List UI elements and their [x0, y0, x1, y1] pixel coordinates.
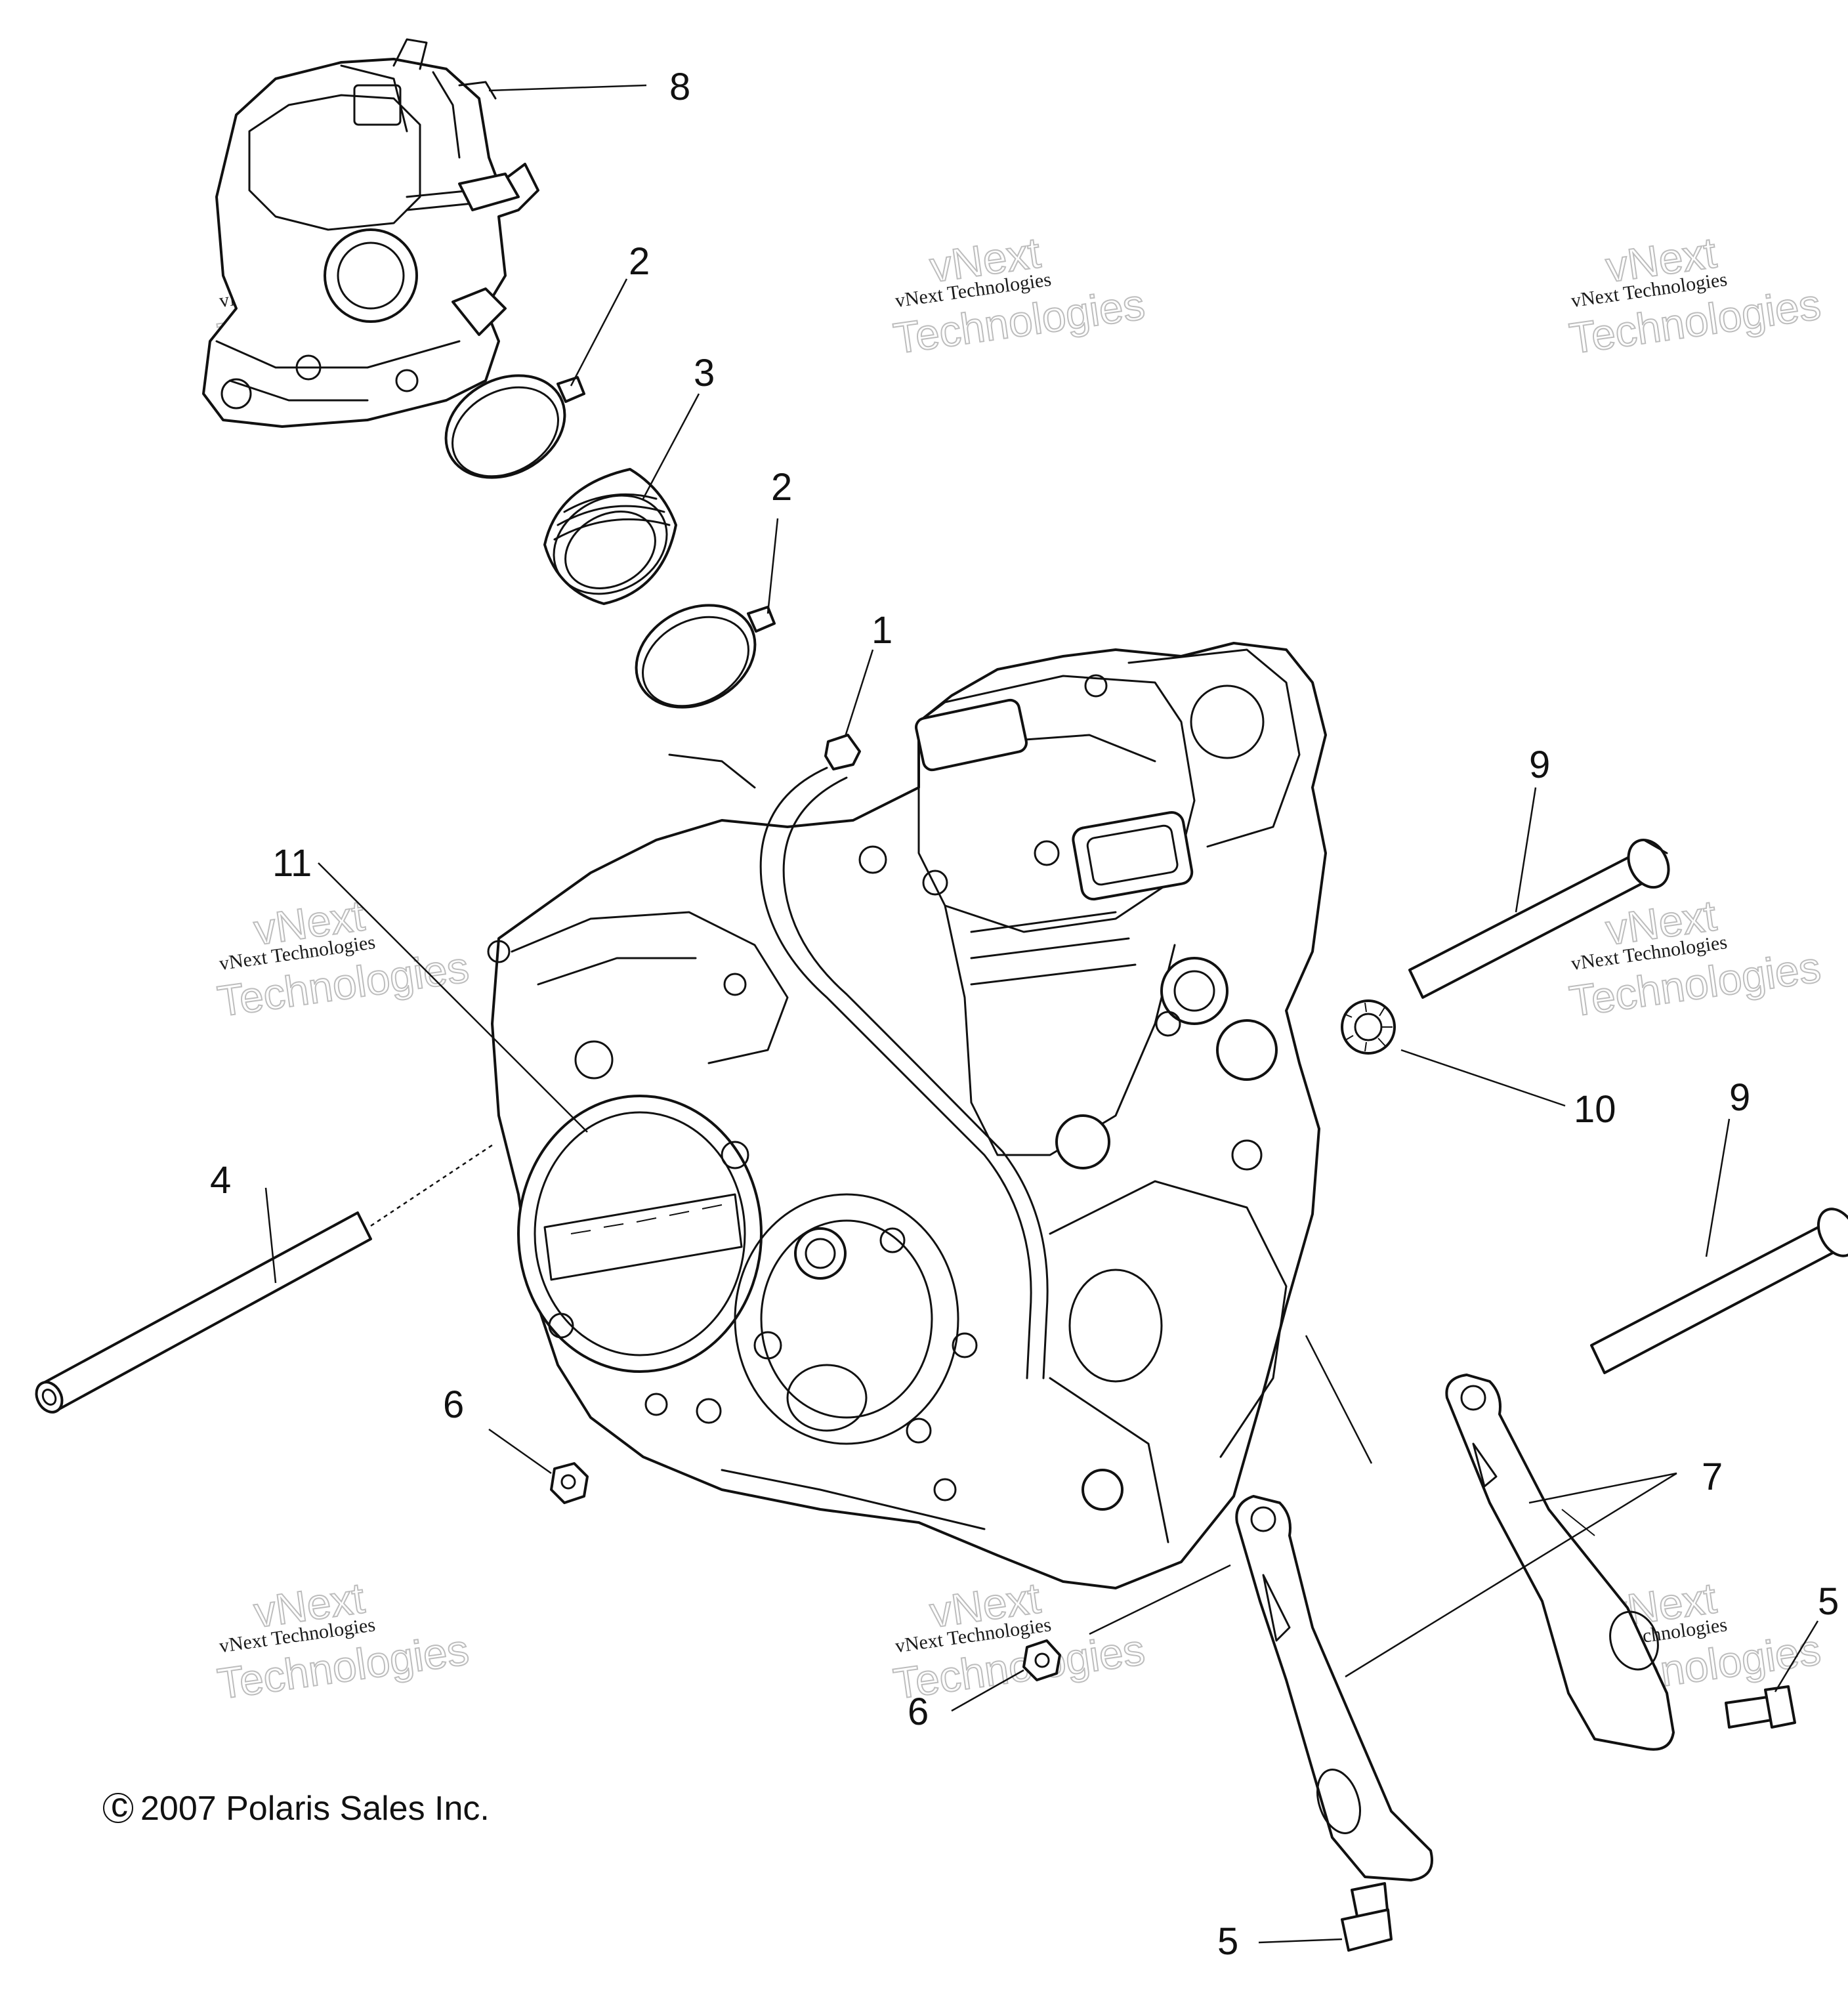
callout-6-left: 6 [443, 1383, 464, 1426]
callout-1: 1 [872, 609, 892, 652]
callout-6-center: 6 [908, 1690, 929, 1733]
copyright-notice: c 2007 Polaris Sales Inc. [103, 1786, 490, 1828]
callout-11: 11 [272, 842, 312, 885]
flange-nut-center-part [1022, 1639, 1061, 1681]
engine-mount-bracket-rear-part [1445, 1374, 1675, 1751]
mounting-bolt-lower-part [1590, 1208, 1848, 1374]
callout-9-lower: 9 [1729, 1076, 1750, 1119]
flange-bolt-lower-part [1341, 1882, 1393, 1952]
callout-9-upper: 9 [1529, 744, 1550, 786]
engine-assembly-part [487, 642, 1327, 1589]
throttle-body-part [202, 38, 539, 428]
flange-nut-left-part [550, 1462, 589, 1504]
cap-part [824, 734, 861, 770]
watermark: vNext vNext Technologies Technologies [214, 1572, 472, 1709]
lock-washer-part [1341, 999, 1396, 1055]
mounting-bolt-upper-part [1408, 838, 1670, 999]
callout-labels: 8 2 3 2 1 11 4 6 6 7 9 10 9 5 5 [210, 66, 1839, 1963]
callout-2-lower: 2 [771, 466, 792, 509]
hose-clamp-upper-part [444, 374, 585, 479]
callout-5-right: 5 [1818, 1580, 1839, 1623]
copyright-text: 2007 Polaris Sales Inc. [140, 1790, 490, 1828]
intake-boot-part [543, 468, 677, 605]
leader-lines [264, 84, 1819, 1944]
callout-2-upper: 2 [629, 240, 650, 283]
mount-sleeve-part [35, 1211, 372, 1414]
flange-bolt-right-part [1725, 1685, 1796, 1729]
callout-10: 10 [1574, 1088, 1616, 1131]
copyright-symbol-letter: c [111, 1786, 128, 1824]
watermark: vNext vNext Technologies Technologies [1566, 227, 1824, 364]
callout-5-lower: 5 [1217, 1920, 1238, 1963]
hose-clamp-lower-part [635, 604, 776, 709]
callout-3: 3 [694, 352, 715, 394]
engine-mount-bracket-front-part [1235, 1495, 1433, 1881]
watermark: vNext vNext Technologies Technologies [214, 890, 472, 1026]
callout-4: 4 [210, 1159, 231, 1202]
watermark: vNext vNext Technologies Technologies [890, 227, 1148, 364]
callout-8: 8 [669, 66, 690, 108]
callout-7: 7 [1702, 1456, 1723, 1498]
